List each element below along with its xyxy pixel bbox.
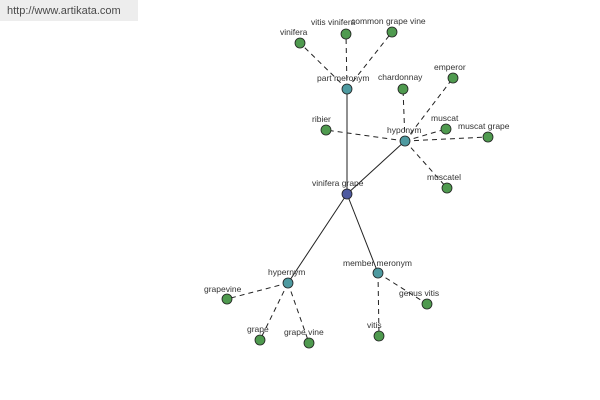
node-muscat-grape[interactable]	[482, 131, 494, 143]
edge-hyponym-muscat	[404, 128, 447, 142]
label-muscatel[interactable]: muscatel	[427, 172, 461, 182]
edge-hypernym-grape-vine	[287, 282, 310, 344]
edge-hypernym-grapevine	[226, 282, 289, 300]
edge-hyponym-muscatel	[404, 140, 448, 189]
label-emperor[interactable]: emperor	[434, 62, 466, 72]
node-part-meronym[interactable]	[341, 83, 353, 95]
edge-part-meronym-vinifera	[299, 42, 348, 90]
nodes-layer	[221, 26, 494, 349]
node-vitis[interactable]	[373, 330, 385, 342]
node-member-meronym[interactable]	[372, 267, 384, 279]
label-muscat-grape[interactable]: muscat grape	[458, 121, 510, 131]
node-grape-vine[interactable]	[303, 337, 315, 349]
label-vitis[interactable]: vitis	[367, 320, 382, 330]
label-chardonnay[interactable]: chardonnay	[378, 72, 423, 82]
label-vitis-vinifera[interactable]: vitis vinifera	[311, 17, 356, 27]
node-muscatel[interactable]	[441, 182, 453, 194]
node-genus-vitis[interactable]	[421, 298, 433, 310]
label-genus-vitis[interactable]: genus vitis	[399, 288, 439, 298]
edges-layer	[226, 31, 489, 344]
label-grapevine[interactable]: grapevine	[204, 284, 242, 294]
label-ribier[interactable]: ribier	[312, 114, 331, 124]
node-chardonnay[interactable]	[397, 83, 409, 95]
node-grape[interactable]	[254, 334, 266, 346]
label-hyponym[interactable]: hyponym	[387, 125, 422, 135]
node-ribier[interactable]	[320, 124, 332, 136]
edge-member-meronym-genus-vitis	[377, 272, 428, 305]
label-common-grape-vine[interactable]: common grape vine	[351, 16, 426, 26]
label-vinifera[interactable]: vinifera	[280, 27, 308, 37]
node-muscat[interactable]	[440, 123, 452, 135]
label-member-meronym[interactable]: member meronym	[343, 258, 412, 268]
edge-hypernym-grape	[259, 282, 289, 341]
edge-part-meronym-common-grape-vine	[346, 31, 393, 90]
edge-root-hyponym	[346, 140, 406, 195]
label-grape[interactable]: grape	[247, 324, 269, 334]
edge-hyponym-ribier	[325, 129, 406, 142]
edge-hyponym-muscat-grape	[404, 136, 489, 142]
edge-hyponym-emperor	[404, 77, 454, 142]
edge-member-meronym-vitis	[377, 272, 380, 337]
label-grape-vine[interactable]: grape vine	[284, 327, 324, 337]
node-vinifera[interactable]	[294, 37, 306, 49]
node-vinifera-grape[interactable]	[341, 188, 353, 200]
node-hyponym[interactable]	[399, 135, 411, 147]
url-link[interactable]: http://www.artikata.com	[7, 5, 121, 17]
label-muscat[interactable]: muscat	[431, 113, 459, 123]
node-common-grape-vine[interactable]	[386, 26, 398, 38]
label-vinifera-grape[interactable]: vinifera grape	[312, 178, 364, 188]
edge-root-hypernym	[287, 193, 348, 284]
node-vitis-vinifera[interactable]	[340, 28, 352, 40]
url-banner: http://www.artikata.com	[0, 0, 138, 21]
node-grapevine[interactable]	[221, 293, 233, 305]
node-hypernym[interactable]	[282, 277, 294, 289]
label-part-meronym[interactable]: part meronym	[317, 73, 369, 83]
edge-part-meronym-vitis-vinifera	[345, 33, 348, 90]
node-emperor[interactable]	[447, 72, 459, 84]
edge-root-member-meronym	[346, 193, 379, 274]
label-hypernym[interactable]: hypernym	[268, 267, 305, 277]
